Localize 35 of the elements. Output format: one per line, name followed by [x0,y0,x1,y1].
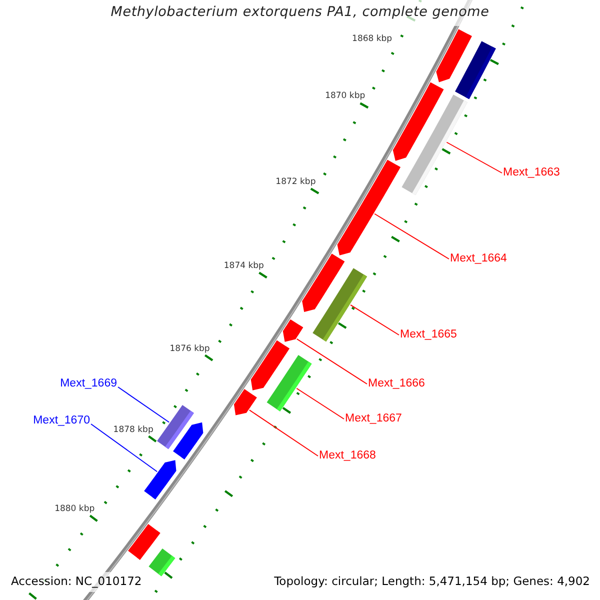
gene-segment [144,460,176,500]
leader-line [90,424,158,472]
scale-label: 1878 kbp [113,426,154,434]
gene-label: Mext_1670 [33,415,90,427]
scale-label: 1870 kbp [325,92,366,101]
leader-line [374,213,450,260]
gene-segment [455,41,496,100]
gene-segment [402,94,468,196]
gene-segment [173,422,204,460]
gene-label: Mext_1663 [503,167,560,179]
leader-line [296,338,368,384]
scale-label: 1872 kbp [276,178,316,186]
gene-label: Mext_1667 [345,413,402,425]
gene-segment [337,160,400,256]
leader-line [248,410,318,456]
gene-segment [148,548,176,576]
gene-segment [282,319,304,342]
gene-segment [266,354,312,412]
gene-segment [312,268,368,342]
gene-label: Mext_1669 [60,378,117,390]
genome-stats-text: Topology: circular; Length: 5,471,154 bp; Genes: 4,902 [274,576,590,588]
gene-label: Mext_1664 [450,253,507,265]
gene-label: Mext_1666 [368,378,425,390]
leader-line [350,304,400,336]
leader-line [446,142,502,174]
gene-label: Mext_1665 [400,329,457,341]
scale-label: 1876 kbp [170,344,210,354]
scale-label: 1880 kbp [54,505,95,514]
gene-segment [234,389,257,416]
leader-line [118,386,170,423]
scale-label: 1874 kbp [224,262,264,270]
leader-line [296,388,344,420]
gene-label: Mext_1668 [319,450,376,462]
gene-segment [128,524,160,560]
scale-label: 1868 kbp [352,34,392,43]
